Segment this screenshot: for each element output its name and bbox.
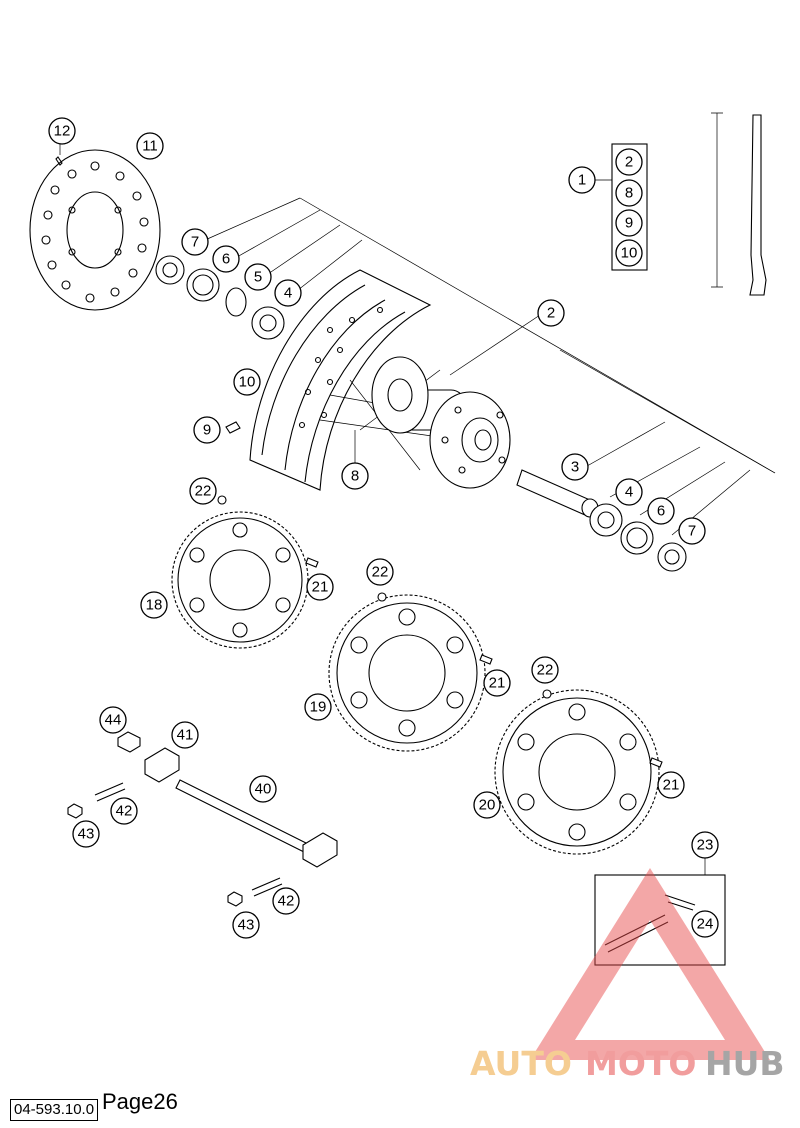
callout-10: 10 — [233, 368, 261, 396]
watermark-moto: MOTO — [585, 1044, 696, 1083]
svg-text:9: 9 — [203, 422, 211, 439]
svg-text:9: 9 — [625, 215, 633, 232]
svg-text:42: 42 — [278, 893, 295, 910]
callout-5: 5 — [244, 263, 272, 291]
svg-text:4: 4 — [625, 484, 633, 501]
brake-disc — [29, 143, 161, 311]
page-number: Page26 — [102, 1089, 178, 1114]
kit-item-8: 8 — [615, 179, 643, 207]
svg-text:4: 4 — [284, 285, 292, 302]
kit-item-9: 9 — [615, 209, 643, 237]
svg-text:18: 18 — [146, 597, 163, 614]
svg-text:43: 43 — [238, 917, 255, 934]
svg-text:43: 43 — [78, 826, 95, 843]
callout-4a: 4 — [274, 279, 302, 307]
callout-40: 40 — [249, 775, 277, 803]
watermark-auto: AUTO — [470, 1044, 572, 1083]
svg-text:6: 6 — [657, 503, 665, 520]
svg-text:24: 24 — [697, 916, 714, 933]
svg-text:12: 12 — [54, 123, 71, 140]
callout-43b: 43 — [232, 911, 260, 939]
callout-9: 9 — [193, 416, 221, 444]
kit-item-2: 2 — [615, 148, 643, 176]
callout-42b: 42 — [272, 887, 300, 915]
callout-20: 20 — [473, 791, 501, 819]
svg-text:21: 21 — [663, 777, 680, 794]
callout-8: 8 — [341, 462, 369, 490]
svg-text:6: 6 — [222, 251, 230, 268]
svg-text:11: 11 — [142, 138, 158, 155]
callout-7b: 7 — [678, 517, 706, 545]
svg-text:22: 22 — [372, 564, 389, 581]
svg-text:22: 22 — [537, 662, 554, 679]
sprocket-bolts-nuts — [217, 495, 663, 768]
document-code: 04-593.10.0 — [10, 1099, 99, 1121]
svg-text:3: 3 — [571, 459, 579, 476]
wheel-hub — [319, 356, 511, 489]
callout-22c: 22 — [531, 656, 559, 684]
callout-21c: 21 — [657, 771, 685, 799]
callout-41: 41 — [171, 721, 199, 749]
valve-insert — [225, 421, 241, 434]
svg-text:21: 21 — [312, 579, 329, 596]
sprocket-19 — [328, 594, 486, 752]
svg-text:2: 2 — [547, 305, 555, 322]
callout-22a: 22 — [189, 477, 217, 505]
svg-text:41: 41 — [177, 727, 194, 744]
callout-24: 24 — [691, 910, 719, 938]
callout-44: 44 — [99, 706, 127, 734]
svg-text:20: 20 — [479, 797, 496, 814]
watermark-hub: HUB — [705, 1044, 785, 1083]
callout-22b: 22 — [366, 558, 394, 586]
callout-12: 12 — [48, 117, 76, 145]
callout-21b: 21 — [483, 669, 511, 697]
svg-text:22: 22 — [195, 483, 212, 500]
axle-kit — [595, 112, 767, 296]
callout-23: 23 — [691, 831, 719, 859]
sprocket-20 — [494, 689, 660, 855]
svg-text:10: 10 — [621, 245, 638, 262]
svg-text:7: 7 — [191, 234, 199, 251]
callout-3: 3 — [561, 453, 589, 481]
svg-text:7: 7 — [688, 523, 696, 540]
callout-19: 19 — [304, 693, 332, 721]
callout-42a: 42 — [110, 797, 138, 825]
svg-text:8: 8 — [625, 185, 633, 202]
kit-item-10: 10 — [615, 239, 643, 267]
svg-text:1: 1 — [578, 172, 586, 189]
callout-4b: 4 — [615, 478, 643, 506]
callout-6b: 6 — [647, 497, 675, 525]
svg-text:2: 2 — [625, 154, 633, 171]
svg-text:5: 5 — [254, 269, 262, 286]
watermark-triangle — [530, 868, 770, 1060]
svg-text:23: 23 — [697, 837, 714, 854]
svg-text:10: 10 — [239, 374, 256, 391]
svg-text:19: 19 — [310, 699, 327, 716]
callout-21a: 21 — [306, 573, 334, 601]
svg-text:44: 44 — [105, 712, 122, 729]
chain-kit — [594, 858, 726, 966]
svg-text:21: 21 — [489, 675, 506, 692]
wheel-rim — [249, 269, 432, 491]
right-spacers-bearings — [516, 349, 776, 572]
callout-1: 1 — [568, 166, 596, 194]
sprocket-18 — [171, 511, 309, 649]
watermark-logo: AUTO MOTO HUB — [470, 868, 785, 1083]
upper-leader-lines — [204, 197, 776, 474]
callout-11: 11 — [136, 132, 164, 160]
callout-43a: 43 — [72, 820, 100, 848]
svg-text:40: 40 — [255, 781, 272, 798]
svg-text:42: 42 — [116, 803, 133, 820]
svg-text:8: 8 — [351, 468, 359, 485]
axle-and-adjusters — [67, 731, 338, 907]
left-spacers-bearings — [155, 255, 285, 340]
callout-2: 2 — [537, 299, 565, 327]
callout-6a: 6 — [212, 245, 240, 273]
callout-7a: 7 — [181, 228, 209, 256]
callout-18: 18 — [140, 591, 168, 619]
